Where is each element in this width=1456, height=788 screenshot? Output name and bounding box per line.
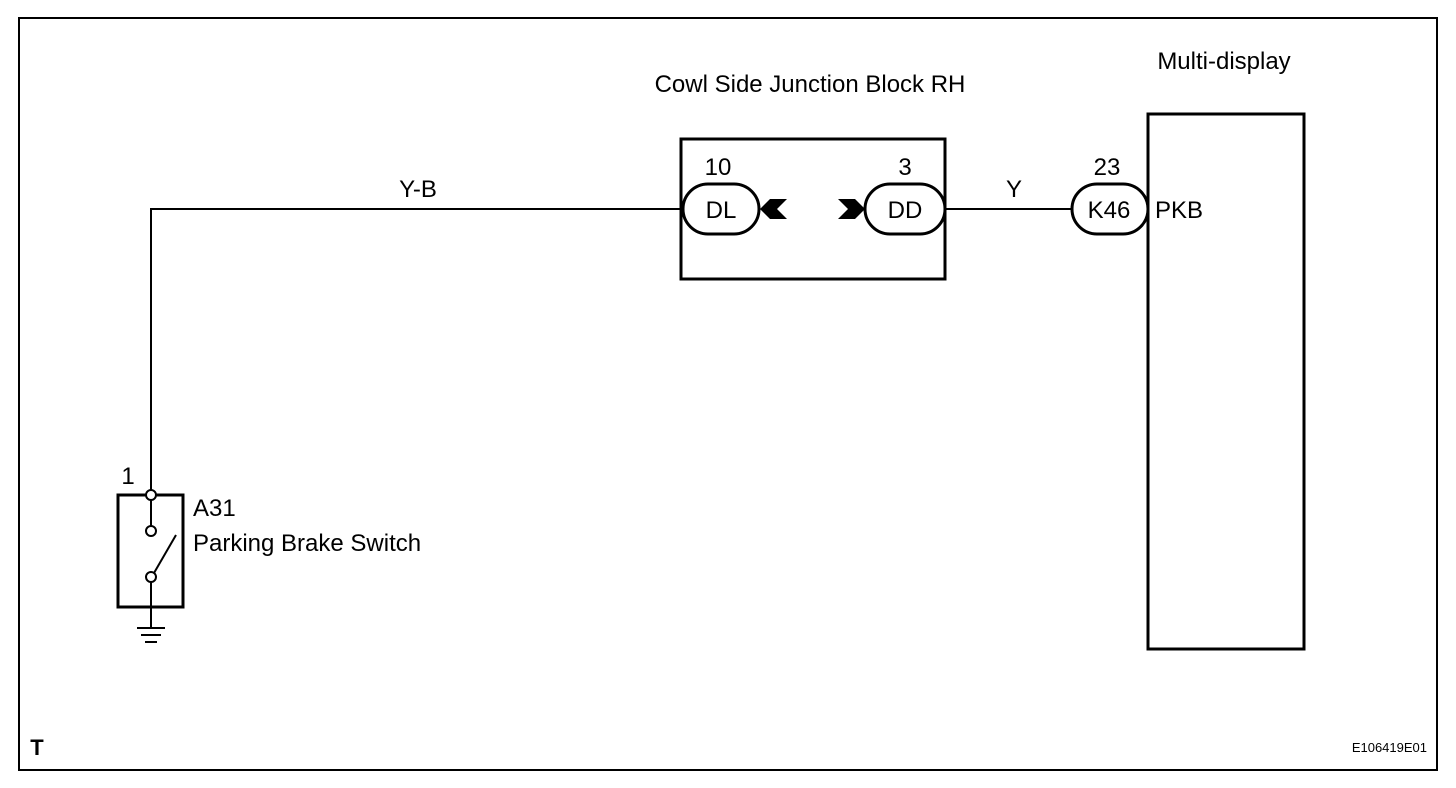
switch-contact-upper (145, 525, 157, 537)
switch-name: Parking Brake Switch (193, 530, 421, 557)
connector-k46-pill (1070, 182, 1150, 236)
left-arrow-icon (760, 199, 787, 219)
wire-y-b (150, 208, 684, 495)
switch-terminal-top (145, 489, 157, 501)
junction-right-pin-number: 3 (898, 154, 911, 181)
ground-icon (137, 582, 165, 643)
multi-display-box (1146, 112, 1306, 651)
figure-code: E106419E01 (1352, 740, 1427, 755)
junction-block-title: Cowl Side Junction Block RH (655, 71, 966, 98)
connector-dl-pill (681, 182, 761, 236)
connector-dl-label: DL (706, 197, 737, 224)
switch-pin-number: 1 (121, 463, 134, 490)
diagram-frame (18, 17, 1438, 771)
switch-lever (153, 534, 177, 574)
connector-k46-label: K46 (1088, 197, 1131, 224)
connector-dd-label: DD (888, 197, 923, 224)
corner-letter: T (30, 735, 44, 760)
wire-color-y-b: Y-B (399, 176, 437, 203)
multi-display-title: Multi-display (1157, 48, 1290, 75)
multi-display-pin-number: 23 (1094, 154, 1121, 181)
terminal-pkb-label: PKB (1155, 197, 1203, 224)
junction-left-pin-number: 10 (705, 154, 732, 181)
wire-color-y: Y (1006, 176, 1022, 203)
right-arrow-icon (838, 199, 865, 219)
switch-contact-lower (145, 571, 157, 583)
switch-connector-label: A31 (193, 495, 236, 522)
